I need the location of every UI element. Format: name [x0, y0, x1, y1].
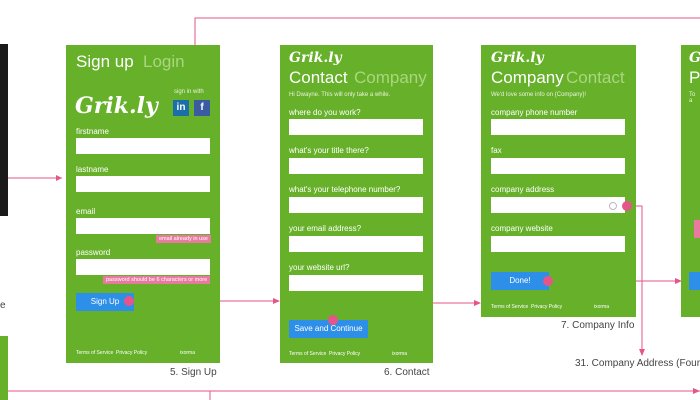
intro-text: We'd love some info on {Company}! [491, 92, 587, 98]
terms-link[interactable]: Terms of Service [76, 350, 114, 356]
password-field[interactable] [76, 259, 210, 275]
sign-in-with-label: sign in with [174, 89, 204, 95]
password-label: password [76, 248, 111, 257]
phone-field[interactable] [491, 119, 625, 135]
partial-text: To a [689, 92, 696, 104]
contact-screen: Grik.ly Contact Company Hi Dwayne. This … [280, 45, 433, 363]
lastname-label: lastname [76, 165, 109, 174]
greeting-text: Hi Dwayne. This will only take a while. [289, 92, 391, 98]
grikly-logo: Grik.ly [491, 50, 544, 66]
telephone-field[interactable] [289, 197, 423, 213]
grikly-logo: Grik.ly [289, 50, 342, 66]
linkedin-icon[interactable]: in [173, 100, 189, 116]
location-icon[interactable] [609, 202, 617, 210]
company-caption: 7. Company Info [561, 320, 635, 331]
partial-right-screen: Grik Pi To a [681, 45, 700, 317]
hotspot-address-field [622, 201, 632, 211]
tab-company[interactable]: Company [491, 68, 564, 87]
arrowhead-bottom [693, 388, 700, 394]
signup-screen: Sign up Login Grik.ly sign in with in f … [66, 45, 220, 363]
firstname-label: firstname [76, 127, 109, 136]
partial-title: Pi [689, 68, 700, 87]
fax-field[interactable] [491, 158, 625, 174]
email-label: email [76, 207, 96, 216]
save-continue-button[interactable]: Save and Continue [289, 320, 368, 338]
left-partial-photo [0, 44, 8, 216]
phone-label: company phone number [491, 108, 578, 117]
tab-company[interactable]: Company [354, 68, 427, 87]
privacy-link[interactable]: Privacy Policy [531, 304, 563, 310]
password-error-badge: password should be 6 characters or more [103, 276, 211, 284]
email-error-badge: email already in use [156, 235, 211, 243]
telephone-label: what's your telephone number? [289, 185, 401, 194]
done-button[interactable]: Done! [491, 272, 549, 290]
left-partial-screen [0, 336, 8, 400]
tab-login[interactable]: Login [143, 52, 185, 71]
email-field[interactable] [76, 218, 210, 234]
privacy-link[interactable]: Privacy Policy [116, 350, 148, 356]
arrowhead-address [639, 349, 645, 356]
arrowhead-company [474, 300, 481, 306]
hotspot-signup-button [124, 296, 134, 306]
signup-caption: 5. Sign Up [170, 367, 217, 378]
tab-contact[interactable]: Contact [289, 68, 348, 87]
website-field[interactable] [289, 275, 423, 291]
ixorma-logo: ixorma [594, 304, 610, 310]
facebook-icon[interactable]: f [194, 100, 210, 116]
hotspot-done-button [543, 276, 553, 286]
grikly-logo: Grik.ly [75, 93, 158, 119]
title-field[interactable] [289, 158, 423, 174]
address-field[interactable] [491, 197, 625, 213]
work-label: where do you work? [289, 108, 361, 117]
company-address-caption: 31. Company Address (Four [575, 358, 700, 369]
email-field[interactable] [289, 236, 423, 252]
signup-button[interactable]: Sign Up [76, 293, 134, 311]
left-partial-caption: e [0, 300, 6, 311]
work-field[interactable] [289, 119, 423, 135]
arrowhead-signup [56, 175, 62, 181]
firstname-field[interactable] [76, 138, 210, 154]
terms-link[interactable]: Terms of Service [289, 351, 327, 357]
website-field[interactable] [491, 236, 625, 252]
lastname-field[interactable] [76, 176, 210, 192]
partial-pink-box [694, 220, 700, 238]
arrowhead-next [675, 278, 682, 284]
title-label: what's your title there? [289, 146, 369, 155]
ixorma-logo: ixorma [392, 351, 408, 357]
website-label: your website url? [289, 263, 350, 272]
arrowhead-contact [273, 298, 280, 304]
partial-button[interactable] [689, 272, 700, 290]
hotspot-save-button [328, 315, 338, 325]
terms-link[interactable]: Terms of Service [491, 304, 529, 310]
contact-caption: 6. Contact [384, 367, 430, 378]
privacy-link[interactable]: Privacy Policy [329, 351, 361, 357]
tab-contact[interactable]: Contact [566, 68, 625, 87]
website-label: company website [491, 224, 553, 233]
grikly-logo: Grik [689, 50, 700, 66]
email-label: your email address? [289, 224, 362, 233]
ixorma-logo: ixorma [180, 350, 196, 356]
tab-signup[interactable]: Sign up [76, 52, 134, 71]
address-label: company address [491, 185, 555, 194]
fax-label: fax [491, 146, 502, 155]
company-screen: Grik.ly Company Contact We'd love some i… [481, 45, 636, 317]
